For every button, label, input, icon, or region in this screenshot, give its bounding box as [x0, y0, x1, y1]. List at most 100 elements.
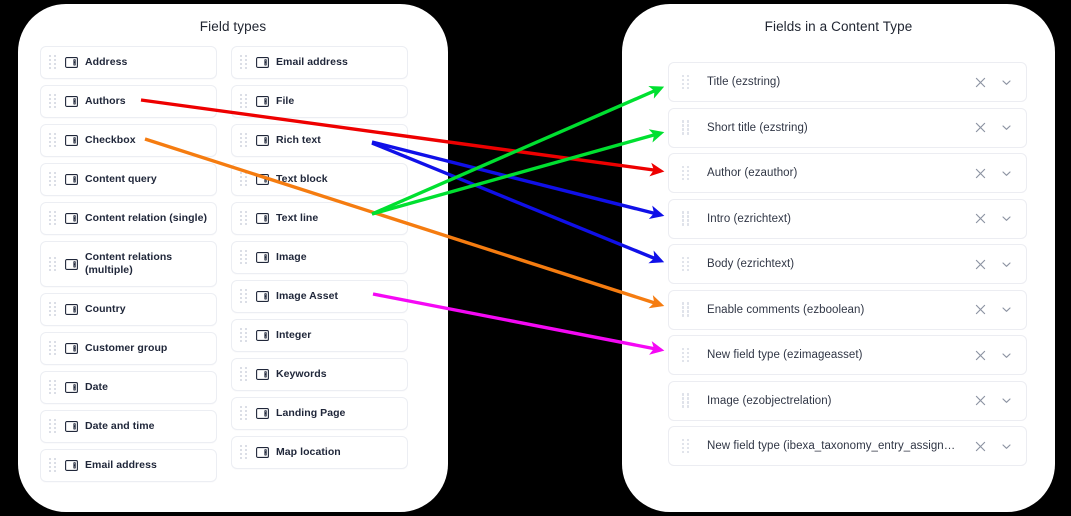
drag-handle-icon[interactable]: [49, 211, 57, 225]
field-type-label: Integer: [276, 329, 312, 342]
field-type-label: Date: [85, 381, 108, 394]
drag-handle-icon[interactable]: [240, 55, 248, 69]
drag-handle-icon[interactable]: [49, 94, 57, 108]
field-type-label: Map location: [276, 446, 341, 459]
drag-handle-icon[interactable]: [49, 458, 57, 472]
field-type-card[interactable]: Country: [40, 293, 217, 326]
close-icon[interactable]: [973, 212, 987, 226]
field-type-label: Customer group: [85, 342, 168, 355]
drag-handle-icon[interactable]: [49, 55, 57, 69]
drag-handle-icon[interactable]: [681, 393, 690, 408]
field-types-title: Field types: [199, 19, 267, 34]
drag-handle-icon[interactable]: [49, 133, 57, 147]
field-type-card[interactable]: Authors: [40, 85, 217, 118]
drag-handle-icon[interactable]: [240, 445, 248, 459]
field-type-card[interactable]: Text line: [231, 202, 408, 235]
row-actions: [973, 394, 1013, 408]
close-icon[interactable]: [973, 303, 987, 317]
field-type-card[interactable]: Email address: [40, 449, 217, 482]
content-type-field-row[interactable]: Intro (ezrichtext): [668, 198, 1027, 239]
drag-handle-icon[interactable]: [240, 133, 248, 147]
field-type-icon: [256, 213, 269, 224]
content-type-field-row[interactable]: Short title (ezstring): [668, 107, 1027, 148]
field-type-card[interactable]: Address: [40, 46, 217, 79]
close-icon[interactable]: [973, 75, 987, 89]
field-type-card[interactable]: File: [231, 85, 408, 118]
row-actions: [973, 439, 1013, 453]
chevron-down-icon[interactable]: [999, 121, 1013, 135]
close-icon[interactable]: [973, 257, 987, 271]
chevron-down-icon[interactable]: [999, 303, 1013, 317]
drag-handle-icon[interactable]: [49, 341, 57, 355]
field-type-card[interactable]: Keywords: [231, 358, 408, 391]
row-actions: [973, 212, 1013, 226]
field-type-icon: [256, 330, 269, 341]
field-type-card[interactable]: Landing Page: [231, 397, 408, 430]
content-type-field-row[interactable]: Title (ezstring): [668, 62, 1027, 102]
chevron-down-icon[interactable]: [999, 348, 1013, 362]
field-type-card[interactable]: Customer group: [40, 332, 217, 365]
field-type-card[interactable]: Content relations (multiple): [40, 241, 217, 287]
drag-handle-icon[interactable]: [49, 256, 57, 271]
field-type-card[interactable]: Date and time: [40, 410, 217, 443]
field-type-icon: [65, 382, 78, 393]
drag-handle-icon[interactable]: [49, 172, 57, 186]
field-type-card[interactable]: Checkbox: [40, 124, 217, 157]
drag-handle-icon[interactable]: [240, 172, 248, 186]
drag-handle-icon[interactable]: [681, 347, 690, 363]
field-type-icon: [65, 421, 78, 432]
drag-handle-icon[interactable]: [681, 211, 690, 226]
content-type-field-row[interactable]: Body (ezrichtext): [668, 244, 1027, 284]
field-type-card[interactable]: Map location: [231, 436, 408, 469]
drag-handle-icon[interactable]: [681, 74, 690, 90]
field-type-icon: [256, 408, 269, 419]
drag-handle-icon[interactable]: [240, 367, 248, 381]
drag-handle-icon[interactable]: [681, 165, 690, 181]
field-type-card[interactable]: Date: [40, 371, 217, 404]
close-icon[interactable]: [973, 121, 987, 135]
content-type-field-label: Enable comments (ezboolean): [707, 303, 865, 316]
content-type-field-row[interactable]: Enable comments (ezboolean): [668, 289, 1027, 330]
field-type-card[interactable]: Image: [231, 241, 408, 274]
chevron-down-icon[interactable]: [999, 439, 1013, 453]
field-type-card[interactable]: Rich text: [231, 124, 408, 157]
field-type-card[interactable]: Text block: [231, 163, 408, 196]
field-type-card[interactable]: Content query: [40, 163, 217, 196]
field-type-card[interactable]: Integer: [231, 319, 408, 352]
drag-handle-icon[interactable]: [49, 302, 57, 316]
close-icon[interactable]: [973, 439, 987, 453]
field-type-label: Text line: [276, 212, 319, 225]
chevron-down-icon[interactable]: [999, 75, 1013, 89]
drag-handle-icon[interactable]: [240, 328, 248, 342]
field-type-icon: [256, 369, 269, 380]
chevron-down-icon[interactable]: [999, 257, 1013, 271]
drag-handle-icon[interactable]: [49, 419, 57, 433]
row-actions: [973, 348, 1013, 362]
drag-handle-icon[interactable]: [681, 256, 690, 272]
chevron-down-icon[interactable]: [999, 166, 1013, 180]
content-type-field-row[interactable]: New field type (ezimageasset): [668, 335, 1027, 375]
drag-handle-icon[interactable]: [681, 120, 690, 135]
content-type-field-list: Title (ezstring) Short title (ezstring) Au…: [668, 62, 1027, 466]
drag-handle-icon[interactable]: [240, 406, 248, 420]
close-icon[interactable]: [973, 394, 987, 408]
content-type-field-row[interactable]: New field type (ibexa_taxonomy_entry_ass…: [668, 426, 1027, 466]
drag-handle-icon[interactable]: [681, 302, 690, 317]
close-icon[interactable]: [973, 166, 987, 180]
chevron-down-icon[interactable]: [999, 394, 1013, 408]
field-type-card[interactable]: Content relation (single): [40, 202, 217, 235]
drag-handle-icon[interactable]: [240, 211, 248, 225]
drag-handle-icon[interactable]: [240, 250, 248, 264]
field-type-label: Checkbox: [85, 134, 136, 147]
field-type-card[interactable]: Image Asset: [231, 280, 408, 313]
drag-handle-icon[interactable]: [681, 438, 690, 454]
field-type-card[interactable]: Email address: [231, 46, 408, 79]
drag-handle-icon[interactable]: [240, 94, 248, 108]
close-icon[interactable]: [973, 348, 987, 362]
content-type-field-row[interactable]: Author (ezauthor): [668, 153, 1027, 193]
drag-handle-icon[interactable]: [240, 289, 248, 303]
field-type-label: Email address: [276, 56, 348, 69]
chevron-down-icon[interactable]: [999, 212, 1013, 226]
content-type-field-row[interactable]: Image (ezobjectrelation): [668, 380, 1027, 421]
drag-handle-icon[interactable]: [49, 380, 57, 394]
